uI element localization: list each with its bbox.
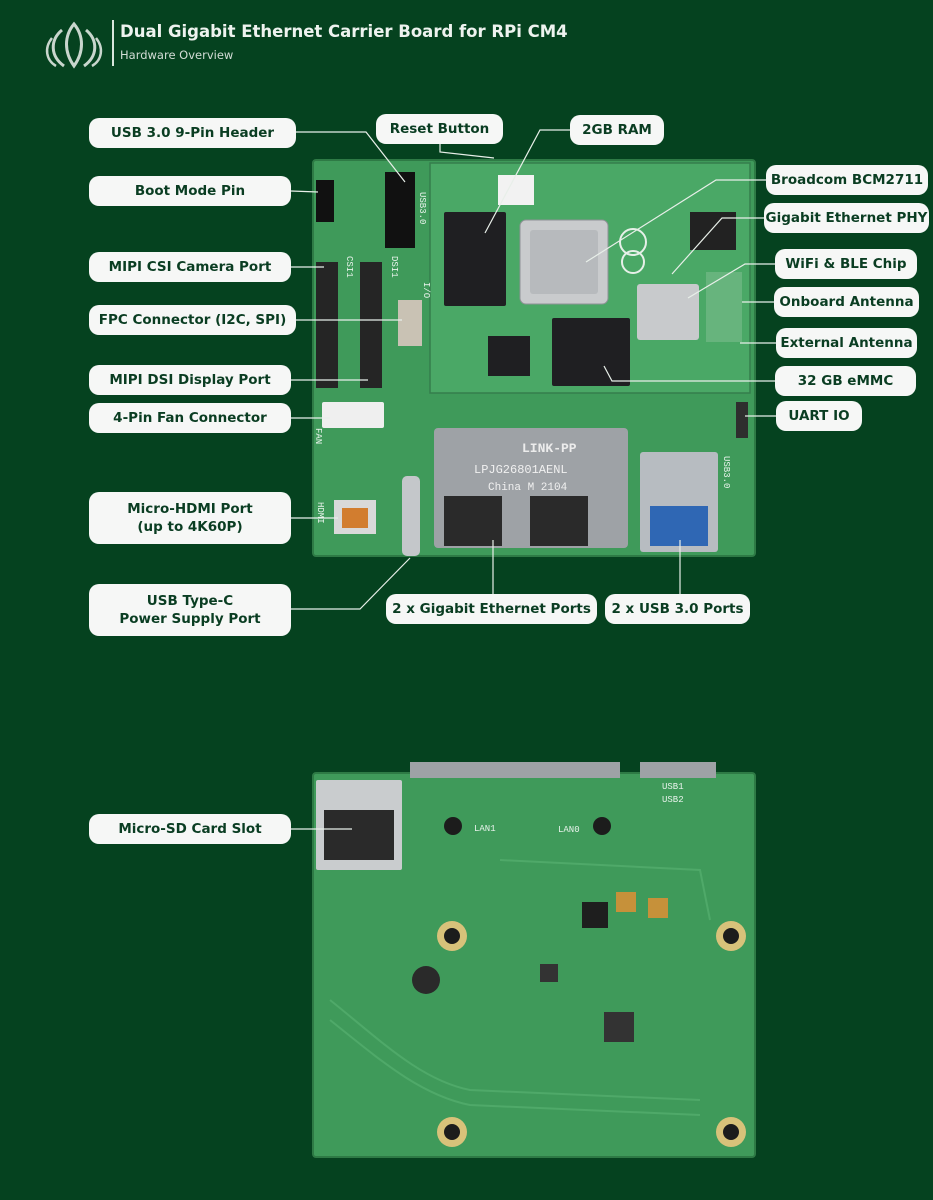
page-subtitle: Hardware Overview: [120, 48, 234, 62]
fan-silk: FAN: [313, 428, 323, 444]
label-emmc: 32 GB eMMC: [775, 366, 916, 396]
label-boot-mode: Boot Mode Pin: [89, 176, 291, 206]
label-usb-header: USB 3.0 9-Pin Header: [89, 118, 296, 148]
dsi-silk: DSI1: [389, 256, 399, 278]
label-fan: 4-Pin Fan Connector: [89, 403, 291, 433]
io-silk: I/O: [421, 282, 431, 298]
label-fpc: FPC Connector (I2C, SPI): [89, 305, 296, 335]
label-uart: UART IO: [776, 401, 862, 431]
label-reset-button: Reset Button: [376, 114, 503, 144]
logo-icon: [45, 21, 103, 69]
csi-silk: CSI1: [344, 256, 354, 278]
bottom-board: [312, 762, 756, 1158]
label-onboard-antenna: Onboard Antenna: [774, 287, 919, 317]
label-hdmi: Micro-HDMI Port (up to 4K60P): [89, 492, 291, 544]
label-dsi: MIPI DSI Display Port: [89, 365, 291, 395]
label-ram: 2GB RAM: [570, 115, 664, 145]
usb2-silk: USB2: [662, 795, 684, 805]
label-usb-ports: 2 x USB 3.0 Ports: [605, 594, 750, 624]
page-title: Dual Gigabit Ethernet Carrier Board for …: [120, 22, 568, 41]
label-broadcom: Broadcom BCM2711: [766, 165, 928, 195]
header-divider: [112, 20, 114, 66]
lan0-silk: LAN0: [558, 825, 580, 835]
label-ethernet-ports: 2 x Gigabit Ethernet Ports: [386, 594, 597, 624]
label-microsd: Micro-SD Card Slot: [89, 814, 291, 844]
label-phy: Gigabit Ethernet PHY: [764, 203, 929, 233]
ram-chip: [444, 212, 506, 306]
label-csi: MIPI CSI Camera Port: [89, 252, 291, 282]
usb3-side-silk: USB3.0: [721, 456, 731, 488]
hdmi-silk: HDMI: [315, 502, 325, 524]
label-wifi: WiFi & BLE Chip: [775, 249, 917, 279]
ethernet-model: LPJG26801AENL: [474, 463, 568, 477]
top-board: [312, 159, 756, 557]
usb3-silk: USB3.0: [417, 192, 427, 224]
leader-lines: [290, 129, 776, 830]
ethernet-origin: China M 2104: [488, 482, 568, 494]
lan1-silk: LAN1: [474, 824, 496, 834]
ethernet-brand: LINK-PP: [522, 441, 577, 456]
label-usbc: USB Type-C Power Supply Port: [89, 584, 291, 636]
label-external-antenna: External Antenna: [776, 328, 917, 358]
header: Dual Gigabit Ethernet Carrier Board for …: [42, 16, 602, 72]
usb1-silk: USB1: [662, 782, 684, 792]
